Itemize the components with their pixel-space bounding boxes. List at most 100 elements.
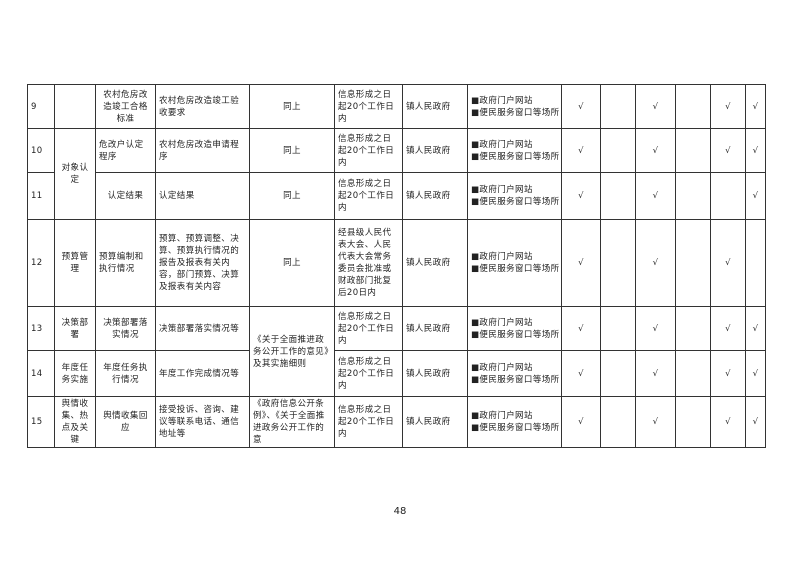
check-cell <box>745 219 766 307</box>
channel-portal: ■政府门户网站 <box>471 139 533 150</box>
check-cell: √ <box>745 350 766 397</box>
category-cell: 对象认定 <box>54 128 96 220</box>
timeframe-cell: 信息形成之日起20个工作日内 <box>334 84 403 129</box>
row-number: 12 <box>27 219 55 307</box>
row-number: 9 <box>27 84 55 129</box>
content-cell: 接受投诉、咨询、建议等联系电话、通信地址等 <box>155 396 250 448</box>
category-cell <box>54 84 96 129</box>
subject-cell: 镇人民政府 <box>402 84 468 129</box>
check-cell <box>675 219 711 307</box>
subject-cell: 镇人民政府 <box>402 306 468 351</box>
basis-cell: 《关于全面推进政务公开工作的意见》及其实施细则 <box>249 306 335 397</box>
check-cell: √ <box>745 306 766 351</box>
row-number: 15 <box>27 396 55 448</box>
check-cell: √ <box>561 84 601 129</box>
subject-cell: 镇人民政府 <box>402 219 468 307</box>
content-cell: 农村危房改造竣工验收要求 <box>155 84 250 129</box>
check-cell: √ <box>710 350 746 397</box>
channels-cell: ■政府门户网站 ■便民服务窗口等场所 <box>467 219 562 307</box>
table-row: 10 对象认定 危改户认定程序 农村危房改造申请程序 同上 信息形成之日起20个… <box>27 128 766 220</box>
check-cell: √ <box>745 172 766 220</box>
check-cell: √ <box>635 396 676 448</box>
check-cell: √ <box>635 306 676 351</box>
channel-portal: ■政府门户网站 <box>471 95 533 106</box>
channel-window: ■便民服务窗口等场所 <box>471 329 560 340</box>
table-row: 9 农村危房改造竣工合格标准 农村危房改造竣工验收要求 同上 信息形成之日起20… <box>27 84 766 129</box>
check-cell <box>600 396 636 448</box>
timeframe-cell: 信息形成之日起20个工作日内 <box>334 396 403 448</box>
check-cell: √ <box>561 128 601 173</box>
check-cell <box>675 84 711 129</box>
channel-window: ■便民服务窗口等场所 <box>471 107 560 118</box>
channels-cell: ■政府门户网站 ■便民服务窗口等场所 <box>467 350 562 397</box>
check-cell: √ <box>561 219 601 307</box>
check-cell: √ <box>710 396 746 448</box>
check-cell: √ <box>561 350 601 397</box>
check-cell <box>675 128 711 173</box>
check-cell: √ <box>745 396 766 448</box>
subject-cell: 镇人民政府 <box>402 128 468 173</box>
subject-cell: 镇人民政府 <box>402 396 468 448</box>
channels-cell: ■政府门户网站 ■便民服务窗口等场所 <box>467 172 562 220</box>
check-cell: √ <box>710 128 746 173</box>
check-cell <box>600 306 636 351</box>
check-cell: √ <box>561 396 601 448</box>
check-cell: √ <box>561 306 601 351</box>
timeframe-cell: 信息形成之日起20个工作日内 <box>334 128 403 173</box>
subject-cell: 镇人民政府 <box>402 172 468 220</box>
channels-cell: ■政府门户网站 ■便民服务窗口等场所 <box>467 84 562 129</box>
row-number: 11 <box>27 172 55 220</box>
check-cell: √ <box>745 84 766 129</box>
item-cell: 认定结果 <box>95 172 156 220</box>
check-cell <box>600 350 636 397</box>
check-cell <box>675 396 711 448</box>
channels-cell: ■政府门户网站 ■便民服务窗口等场所 <box>467 128 562 173</box>
basis-cell: 同上 <box>249 128 335 173</box>
row-number: 10 <box>27 128 55 173</box>
channels-cell: ■政府门户网站 ■便民服务窗口等场所 <box>467 306 562 351</box>
item-cell: 预算编制和执行情况 <box>95 219 156 307</box>
item-cell: 年度任务执行情况 <box>95 350 156 397</box>
basis-cell: 同上 <box>249 84 335 129</box>
row-number: 14 <box>27 350 55 397</box>
item-cell: 农村危房改造竣工合格标准 <box>95 84 156 129</box>
channel-portal: ■政府门户网站 <box>471 317 533 328</box>
basis-cell: 《政府信息公开条例》、《关于全面推进政务公开工作的意 <box>249 396 335 448</box>
category-cell: 舆情收集、热点及关键 <box>54 396 96 448</box>
table-row: 15 舆情收集、热点及关键 舆情收集回应 接受投诉、咨询、建议等联系电话、通信地… <box>27 396 766 448</box>
row-number: 13 <box>27 306 55 351</box>
basis-cell: 同上 <box>249 172 335 220</box>
timeframe-cell: 信息形成之日起20个工作日内 <box>334 306 403 351</box>
item-cell: 危改户认定程序 <box>95 128 156 173</box>
channels-cell: ■政府门户网站 ■便民服务窗口等场所 <box>467 396 562 448</box>
item-cell: 舆情收集回应 <box>95 396 156 448</box>
check-cell <box>600 84 636 129</box>
check-cell <box>675 306 711 351</box>
check-cell: √ <box>635 172 676 220</box>
check-cell <box>675 172 711 220</box>
check-cell <box>710 172 746 220</box>
check-cell: √ <box>635 128 676 173</box>
channel-portal: ■政府门户网站 <box>471 252 533 262</box>
channel-portal: ■政府门户网站 <box>471 411 533 421</box>
page-number: 48 <box>393 506 407 517</box>
table-row: 11 认定结果 认定结果 同上 信息形成之日起20个工作日内 镇人民政府 ■政府… <box>27 172 766 220</box>
content-cell: 预算、预算调整、决算、预算执行情况的报告及报表有关内容，部门预算、决算及报表有关… <box>155 219 250 307</box>
table-row: 13 决策部署 决策部署落实情况 决策部署落实情况等 《关于全面推进政务公开工作… <box>27 306 766 397</box>
check-cell: √ <box>561 172 601 220</box>
channel-window: ■便民服务窗口等场所 <box>471 151 560 162</box>
check-cell <box>600 128 636 173</box>
channel-window: ■便民服务窗口等场所 <box>471 264 560 274</box>
item-cell: 决策部署落实情况 <box>95 306 156 351</box>
check-cell: √ <box>635 350 676 397</box>
check-cell: √ <box>710 219 746 307</box>
content-cell: 农村危房改造申请程序 <box>155 128 250 173</box>
content-cell: 决策部署落实情况等 <box>155 306 250 351</box>
basis-cell: 同上 <box>249 219 335 307</box>
content-cell: 认定结果 <box>155 172 250 220</box>
channel-window: ■便民服务窗口等场所 <box>471 197 560 207</box>
channel-window: ■便民服务窗口等场所 <box>471 423 560 433</box>
check-cell: √ <box>710 84 746 129</box>
channel-portal: ■政府门户网站 <box>471 185 533 195</box>
channel-portal: ■政府门户网站 <box>471 362 533 373</box>
